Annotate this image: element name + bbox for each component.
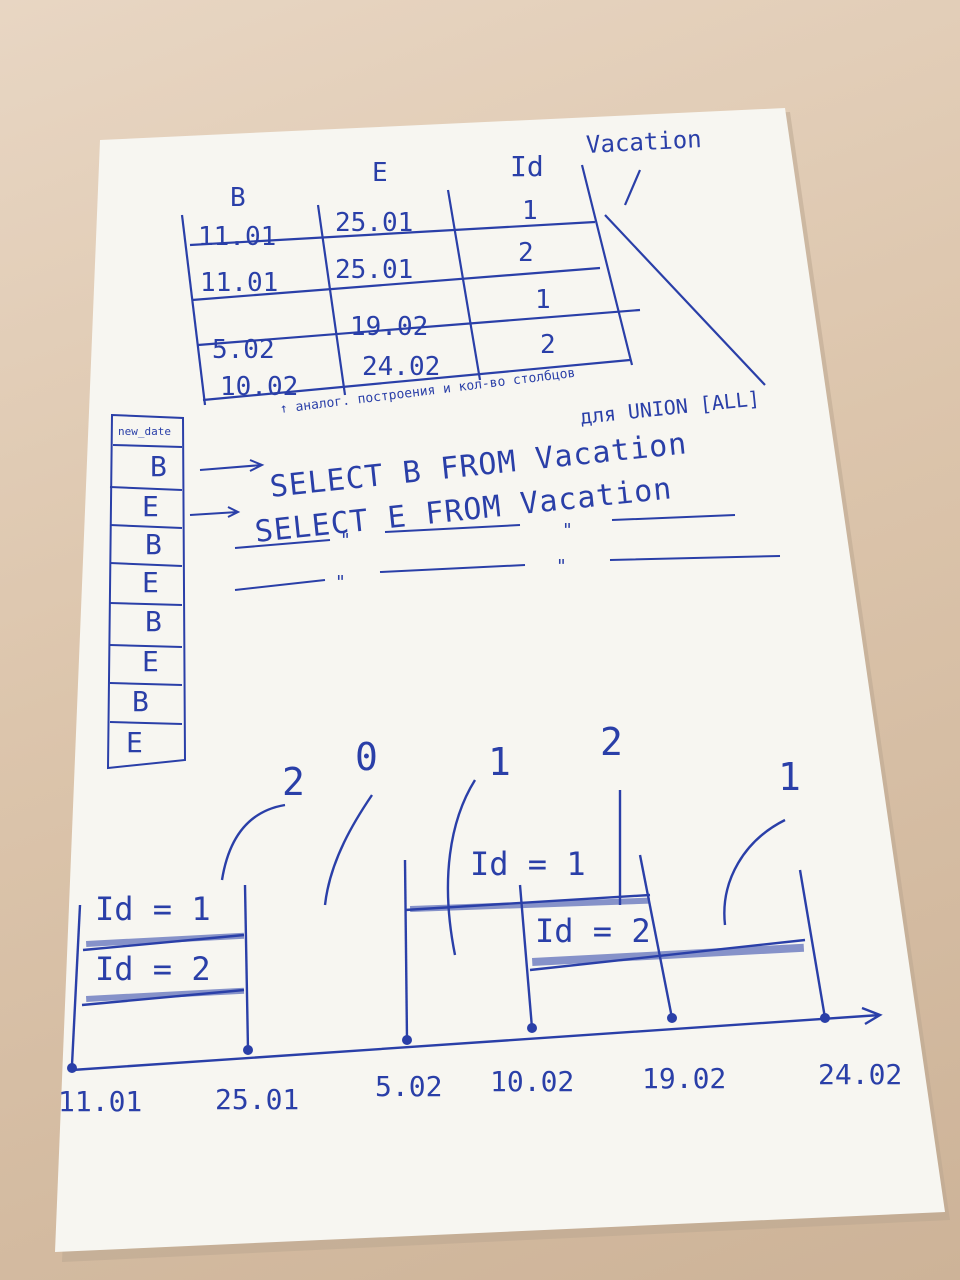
bar-label: Id = 1 xyxy=(95,890,211,928)
axis-date: 25.01 xyxy=(215,1083,300,1116)
new-date-cell: B xyxy=(132,685,149,718)
new-date-cell: B xyxy=(150,450,167,483)
new-date-cell: E xyxy=(126,726,143,759)
new-date-cell: B xyxy=(145,528,162,561)
bar-label: Id = 2 xyxy=(95,950,211,988)
new-date-column xyxy=(106,413,187,770)
header-e: E xyxy=(372,158,388,188)
axis-date: 5.02 xyxy=(375,1070,443,1103)
bar-label: Id = 1 xyxy=(470,845,586,883)
sql-arrows xyxy=(189,459,781,591)
ditto-mark: " xyxy=(562,520,573,541)
axis-date: 19.02 xyxy=(642,1062,727,1095)
count-label: 2 xyxy=(282,760,305,804)
ditto-mark: " xyxy=(556,556,567,577)
header-id: Id xyxy=(510,150,544,183)
ditto-mark: " xyxy=(335,572,346,593)
axis-date: 11.01 xyxy=(58,1085,143,1118)
cell-id: 2 xyxy=(540,330,556,360)
cell-e: 25.01 xyxy=(335,208,414,238)
new-date-cell: E xyxy=(142,490,159,523)
new-date-cell: B xyxy=(145,605,162,638)
cell-e: 24.02 xyxy=(362,352,441,382)
count-label: 1 xyxy=(778,755,801,799)
timeline-hatches xyxy=(67,897,830,1073)
new-date-cell: E xyxy=(142,645,159,678)
cell-b: 10.02 xyxy=(220,372,299,402)
cell-e: 19.02 xyxy=(350,312,429,342)
bar-label: Id = 2 xyxy=(535,912,651,950)
new-date-cell: E xyxy=(142,566,159,599)
cell-id: 1 xyxy=(535,285,551,315)
cell-e: 25.01 xyxy=(335,255,414,285)
count-label: 1 xyxy=(488,740,511,784)
axis-date: 10.02 xyxy=(490,1065,575,1098)
axis-date: 24.02 xyxy=(818,1058,903,1091)
cell-b: 11.01 xyxy=(200,268,279,298)
cell-id: 2 xyxy=(518,238,534,268)
new-date-header: new_date xyxy=(118,425,171,438)
cell-b: 11.01 xyxy=(198,222,277,252)
header-b: B xyxy=(230,183,246,213)
cell-id: 1 xyxy=(522,196,538,226)
ditto-mark: " xyxy=(340,530,351,551)
count-label: 0 xyxy=(355,735,378,779)
table-grid xyxy=(180,164,766,406)
cell-b: 5.02 xyxy=(212,335,275,365)
count-label: 2 xyxy=(600,720,623,764)
